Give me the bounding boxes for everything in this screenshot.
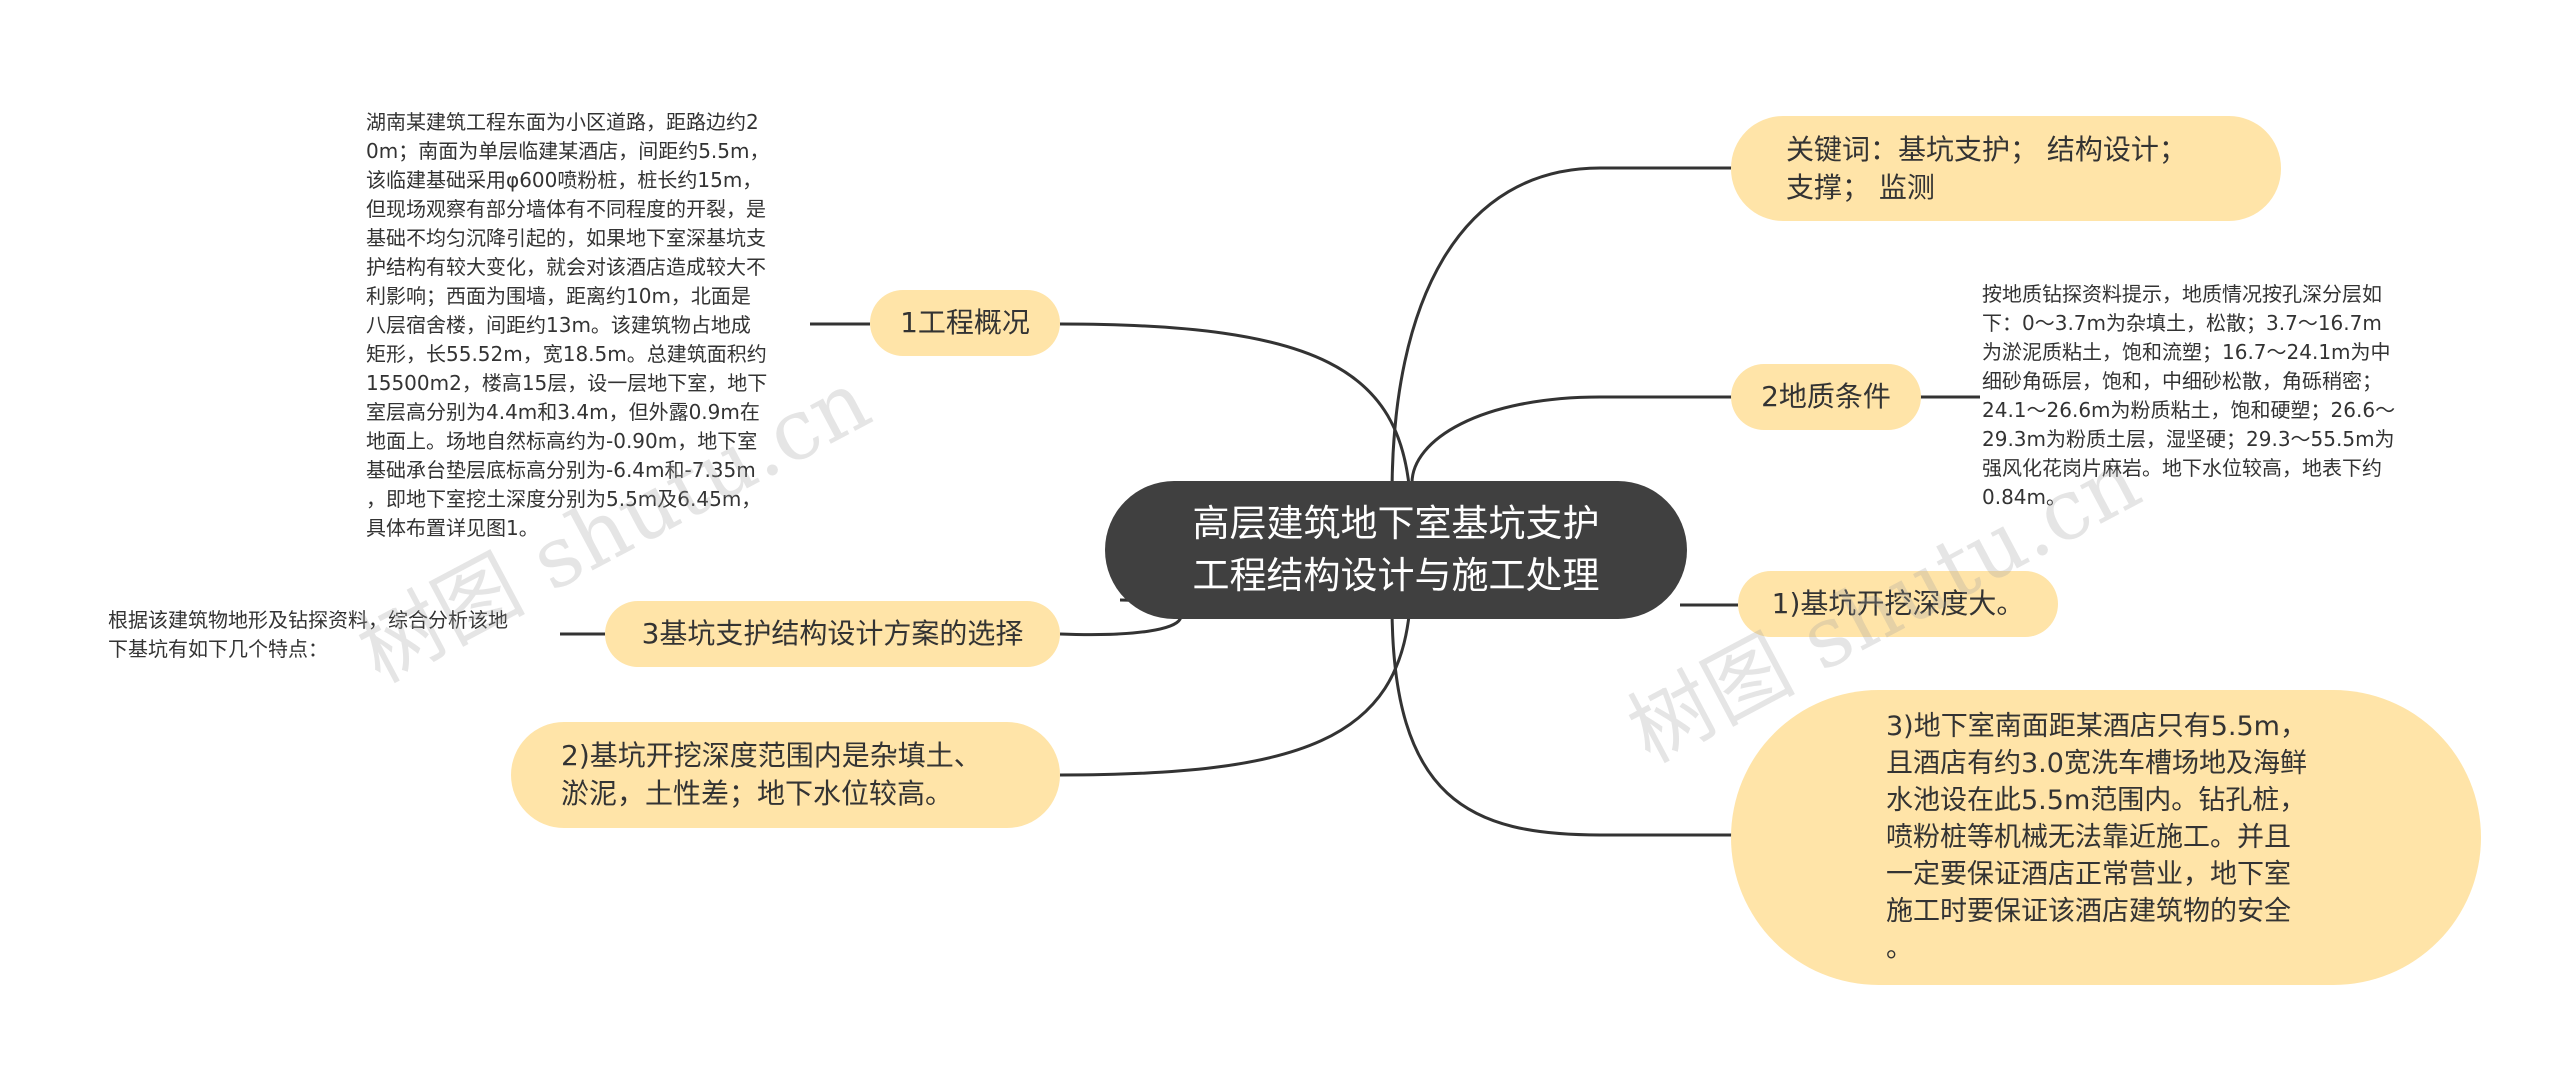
soil-line1: 2)基坑开挖深度范围内是杂填土、 — [561, 739, 982, 772]
geology-note-line: 下：0～3.7m为杂填土，松散；3.7～16.7m — [1982, 311, 2382, 335]
scheme-note: 根据该建筑物地形及钻探资料，综合分析该地 下基坑有如下几个特点： — [108, 606, 568, 664]
overview-note-line: 但现场观察有部分墙体有不同程度的开裂，是 — [366, 197, 766, 221]
overview-note-line: 基础不均匀沉降引起的，如果地下室深基坑支 — [366, 226, 766, 250]
hotel-line: 一定要保证酒店正常营业，地下室 — [1886, 859, 2291, 890]
central-topic[interactable]: 高层建筑地下室基坑支护 工程结构设计与施工处理 — [1105, 481, 1687, 619]
link-soil — [1059, 604, 1412, 777]
overview-note-line: 八层宿舍楼，间距约13m。该建筑物占地成 — [366, 313, 751, 337]
central-topic-line2: 工程结构设计与施工处理 — [1192, 554, 1600, 597]
depth-node[interactable]: 1)基坑开挖深度大。 — [1738, 571, 2058, 637]
geology-node[interactable]: 2地质条件 — [1731, 364, 1921, 430]
link-hotel — [1390, 604, 1738, 837]
depth-label: 1)基坑开挖深度大。 — [1771, 587, 2025, 620]
scheme-note-line: 根据该建筑物地形及钻探资料，综合分析该地 — [108, 608, 508, 632]
link-geology — [1410, 395, 1738, 484]
link-overview — [1059, 322, 1412, 496]
scheme-label: 3基坑支护结构设计方案的选择 — [641, 617, 1024, 650]
overview-note-line: 15500m2，楼高15层，设一层地下室，地下 — [366, 371, 768, 395]
geology-note-line: 0.84m。 — [1982, 485, 2067, 509]
hotel-line: 且酒店有约3.0宽洗车槽场地及海鲜 — [1886, 748, 2307, 779]
central-topic-line1: 高层建筑地下室基坑支护 — [1192, 502, 1600, 545]
geology-note-line: 按地质钻探资料提示，地质情况按孔深分层如 — [1982, 282, 2382, 306]
overview-note-line: 具体布置详见图1。 — [366, 516, 539, 540]
overview-note: 湖南某建筑工程东面为小区道路，距路边约2 0m；南面为单层临建某酒店，间距约5.… — [366, 108, 826, 543]
scheme-note-line: 下基坑有如下几个特点： — [108, 637, 328, 661]
hotel-line: 3)地下室南面距某酒店只有5.5m， — [1886, 711, 2307, 742]
overview-label: 1工程概况 — [900, 306, 1030, 339]
keywords-node[interactable]: 关键词：基坑支护； 结构设计； 支撑； 监测 — [1731, 116, 2281, 221]
hotel-node[interactable]: 3)地下室南面距某酒店只有5.5m， 且酒店有约3.0宽洗车槽场地及海鲜 水池设… — [1731, 690, 2481, 985]
scheme-node[interactable]: 3基坑支护结构设计方案的选择 — [605, 601, 1060, 667]
overview-note-line: 基础承台垫层底标高分别为-6.4m和-7.35m — [366, 458, 756, 482]
overview-note-line: 室层高分别为4.4m和3.4m，但外露0.9m在 — [366, 400, 760, 424]
overview-note-line: 该临建基础采用φ600喷粉桩，桩长约15m， — [366, 168, 763, 192]
geology-note-line: 细砂角砾层，饱和，中细砂松散，角砾稍密； — [1982, 369, 2382, 393]
geology-label: 2地质条件 — [1761, 380, 1891, 413]
overview-note-line: 0m；南面为单层临建某酒店，间距约5.5m， — [366, 139, 770, 163]
geology-note: 按地质钻探资料提示，地质情况按孔深分层如 下：0～3.7m为杂填土，松散；3.7… — [1982, 280, 2462, 512]
overview-note-line: ，即地下室挖土深度分别为5.5m及6.45m， — [366, 487, 762, 511]
overview-node[interactable]: 1工程概况 — [870, 290, 1060, 356]
overview-note-line: 利影响；西面为围墙，距离约10m，北面是 — [366, 284, 751, 308]
hotel-line: 水池设在此5.5m范围内。钻孔桩， — [1886, 785, 2307, 816]
overview-note-line: 湖南某建筑工程东面为小区道路，距路边约2 — [366, 110, 759, 134]
overview-note-line: 护结构有较大变化，就会对该酒店造成较大不 — [366, 255, 766, 279]
geology-note-line: 强风化花岗片麻岩。地下水位较高，地表下约 — [1982, 456, 2382, 480]
hotel-line: 施工时要保证该酒店建筑物的安全 — [1886, 896, 2291, 927]
hotel-line: 。 — [1886, 933, 1913, 964]
hotel-line: 喷粉桩等机械无法靠近施工。并且 — [1886, 822, 2291, 853]
soil-node[interactable]: 2)基坑开挖深度范围内是杂填土、 淤泥，土性差；地下水位较高。 — [511, 722, 1060, 828]
geology-note-line: 29.3m为粉质土层，湿坚硬；29.3～55.5m为 — [1982, 427, 2395, 451]
keywords-line1: 关键词：基坑支护； 结构设计； — [1786, 132, 2187, 166]
geology-note-line: 为淤泥质粘土，饱和流塑；16.7～24.1m为中 — [1982, 340, 2391, 364]
overview-note-line: 地面上。场地自然标高约为-0.90m，地下室 — [366, 429, 758, 453]
geology-note-line: 24.1～26.6m为粉质粘土，饱和硬塑；26.6～ — [1982, 398, 2396, 422]
soil-line2: 淤泥，土性差；地下水位较高。 — [561, 777, 954, 810]
overview-note-line: 矩形，长55.52m，宽18.5m。总建筑面积约 — [366, 342, 767, 366]
link-keywords — [1390, 166, 1738, 496]
keywords-line2: 支撑； 监测 — [1786, 170, 1935, 204]
